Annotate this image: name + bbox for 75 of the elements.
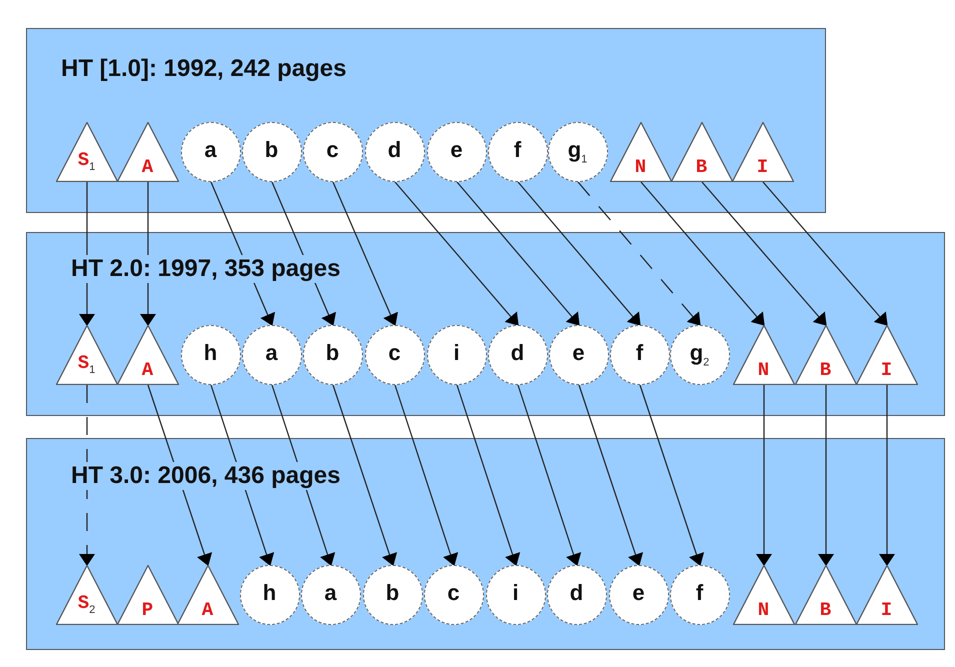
node-label: B: [694, 156, 708, 178]
node-label: b: [384, 578, 400, 606]
arrow: [456, 182, 580, 326]
dashed-arrow: [578, 182, 701, 326]
node-label: I: [756, 156, 770, 178]
node-label: f: [512, 136, 522, 164]
arrow: [147, 384, 212, 566]
node-label: A: [140, 358, 154, 380]
node-label: c: [325, 136, 340, 164]
arrow: [762, 182, 888, 326]
arrow: [210, 182, 276, 326]
node-label: S$_{1}$: [76, 148, 96, 174]
circle-node: [548, 122, 608, 182]
arrow: [640, 182, 765, 326]
arrow: [518, 182, 641, 326]
node-label: b: [264, 136, 280, 164]
node-label: a: [323, 578, 338, 606]
node-label: S$_{2}$: [76, 592, 96, 618]
arrow: [756, 385, 772, 566]
node-label: f: [634, 338, 644, 366]
node-label: a: [203, 136, 218, 164]
node-label: d: [568, 578, 584, 606]
arrow: [702, 182, 827, 326]
arrow: [79, 182, 95, 326]
node-label: d: [386, 136, 402, 164]
node-label: c: [387, 338, 402, 366]
node-label: N: [756, 358, 770, 380]
circle-node: [180, 122, 240, 182]
arrow: [818, 385, 834, 566]
node-label: c: [446, 578, 461, 606]
node-label: B: [818, 598, 832, 620]
node-label: P: [140, 598, 154, 620]
node-label: i: [511, 578, 520, 606]
node-label: b: [324, 338, 340, 366]
node-label: S$_{1}$: [76, 352, 96, 378]
node-label: N: [756, 598, 770, 620]
node-label: B: [818, 358, 832, 380]
node-label: N: [634, 156, 648, 178]
node-label: e: [631, 578, 646, 606]
node-label: I: [880, 598, 894, 620]
arrow: [394, 384, 458, 566]
node-label: a: [264, 338, 279, 366]
node-label: e: [449, 136, 464, 164]
version-panel: [26, 438, 945, 650]
node-label: A: [140, 156, 154, 178]
node-label: g$_{2}$: [688, 338, 710, 370]
node-label: A: [200, 598, 214, 620]
arrow: [271, 384, 336, 566]
node-label: g$_{1}$: [566, 136, 588, 167]
arrow: [639, 384, 704, 566]
node-label: h: [262, 578, 278, 606]
circle-node: [180, 324, 240, 384]
node-label: f: [694, 578, 704, 606]
version-heading: HT 2.0: 1997, 353 pages: [71, 255, 340, 283]
arrow: [210, 384, 274, 566]
version-panel: [26, 28, 826, 213]
version-heading: HT 3.0: 2006, 436 pages: [71, 462, 340, 490]
arrow: [332, 182, 398, 326]
arrow: [517, 384, 582, 566]
arrow: [271, 182, 336, 326]
version-panel: [26, 232, 945, 416]
circle-node: [670, 324, 730, 384]
arrow: [140, 182, 156, 326]
node-label: h: [202, 338, 218, 366]
arrow: [879, 385, 895, 566]
dashed-arrow: [79, 385, 95, 566]
arrow: [332, 384, 398, 566]
circle-node: [240, 564, 300, 624]
arrow: [578, 384, 644, 566]
node-label: e: [571, 338, 586, 366]
arrow: [456, 384, 520, 566]
node-label: i: [452, 338, 461, 366]
node-label: d: [510, 338, 526, 366]
node-label: I: [880, 358, 894, 380]
arrow: [394, 182, 519, 326]
